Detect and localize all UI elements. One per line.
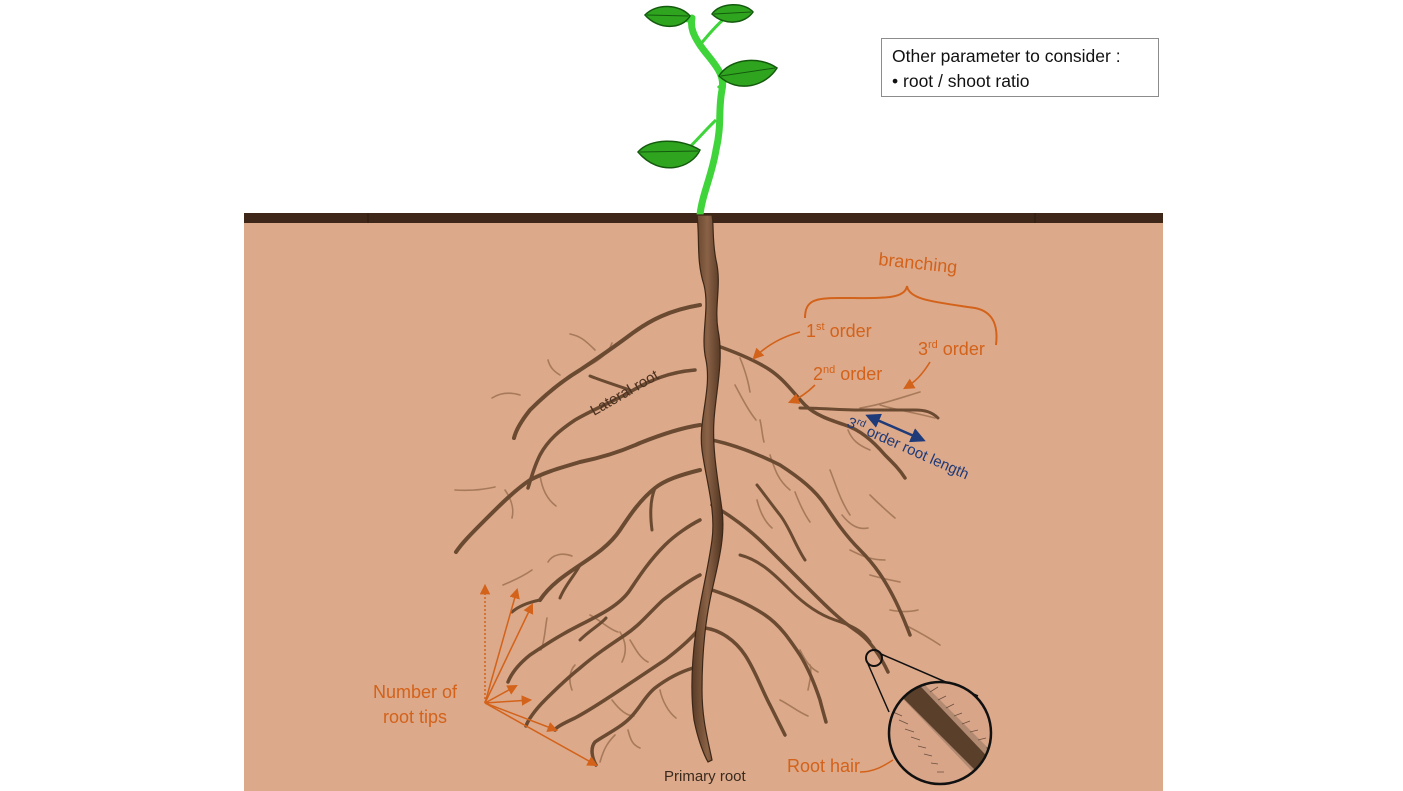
third-order-label: 3rd order (918, 339, 985, 359)
branching-brace (804, 285, 998, 346)
leaf-icon (718, 59, 779, 87)
leaf-icon (637, 140, 701, 169)
primary-root (691, 214, 724, 763)
lateral-roots (454, 303, 940, 767)
stem (688, 14, 727, 219)
third-order-arrow (903, 361, 931, 390)
root-hair-label: Root hair (787, 756, 860, 776)
first-order-arrow (752, 331, 801, 360)
root-hair-zoom (865, 649, 993, 786)
root-length-arrow (865, 413, 926, 443)
first-order-label: 1st order (806, 321, 872, 341)
root-tips-label-line2: root tips (383, 707, 447, 727)
root-tips-label-line1: Number of (373, 682, 458, 702)
leaf-icon (711, 4, 754, 23)
plant-shoot (637, 4, 779, 219)
note-title: Other parameter to consider : (892, 46, 1121, 66)
bullet: • (892, 71, 899, 91)
soil-area (244, 222, 1163, 791)
root-tips-arrows (479, 583, 598, 767)
note-item-text: root / shoot ratio (903, 71, 1030, 91)
primary-root-label: Primary root (664, 768, 747, 785)
parameter-note-box: Other parameter to consider : • root / s… (881, 38, 1159, 97)
note-item: • root / shoot ratio (892, 69, 1148, 94)
leaf-icon (643, 5, 691, 28)
second-order-arrow (787, 384, 816, 404)
second-order-label: 2nd order (813, 364, 882, 384)
root-hair-pointer (859, 759, 894, 773)
